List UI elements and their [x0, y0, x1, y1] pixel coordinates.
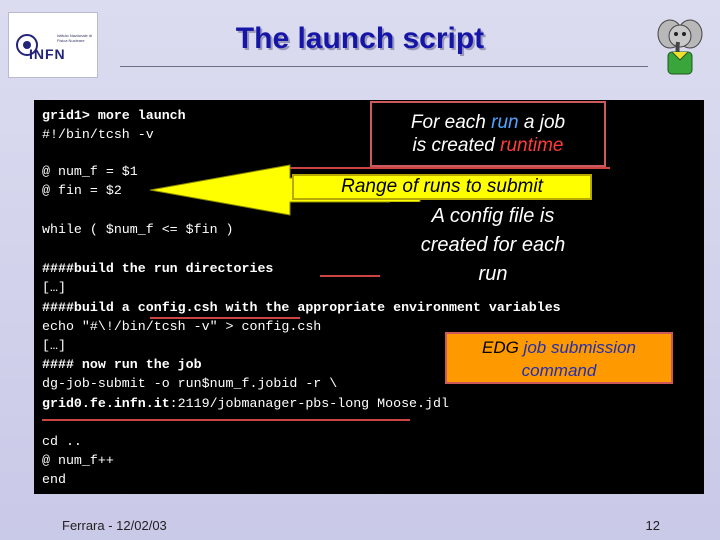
- callout-text: is created: [412, 135, 501, 156]
- callout-edg: EDG job submission command: [445, 332, 673, 384]
- host-rest: :2119/jobmanager-pbs-long Moose.jdl: [169, 396, 449, 411]
- callout-text: created for each: [420, 234, 566, 256]
- code-line: […]: [42, 338, 66, 353]
- code-line: @ fin = $2: [42, 183, 122, 198]
- callout-highlight-job: job submission: [523, 338, 636, 357]
- callout-text: EDG: [481, 338, 524, 357]
- callout-text: A config file is: [431, 205, 555, 227]
- code-line: while ( $num_f <= $fin ): [42, 222, 234, 237]
- host-name: grid0.fe.infn.it: [42, 396, 170, 411]
- code-line: grid1> more launch: [42, 108, 186, 123]
- code-line: end: [42, 472, 66, 487]
- callout-text: a job: [518, 112, 566, 133]
- elephant-mascot-icon: [657, 19, 703, 75]
- callout-highlight-run: run: [491, 112, 519, 133]
- callout-text: run: [478, 263, 508, 285]
- infn-logo: Istituto Nazionale di Fisica Nucleare IN…: [8, 12, 98, 78]
- code-line: dg-job-submit -o run$num_f.jobid -r \: [42, 376, 338, 391]
- callout-highlight-command: command: [521, 361, 597, 380]
- code-line: #### now run the job: [42, 357, 202, 372]
- footer-date: Ferrara - 12/02/03: [62, 518, 167, 533]
- title-divider: [120, 66, 648, 67]
- callout-range: Range of runs to submit: [292, 174, 592, 200]
- code-line: grid0.fe.infn.it:2119/jobmanager-pbs-lon…: [42, 394, 449, 413]
- logo-name: INFN: [29, 46, 66, 62]
- code-line: ####build the run directories: [42, 261, 274, 276]
- callout-text: For each: [410, 112, 492, 133]
- logo-subtitle: Istituto Nazionale di Fisica Nucleare: [57, 33, 92, 43]
- page-number: 12: [645, 518, 660, 533]
- infn-emblem-icon: [16, 34, 38, 56]
- code-line: #!/bin/tcsh -v: [42, 127, 154, 142]
- code-line: cd ..: [42, 434, 82, 449]
- code-line: @ num_f = $1: [42, 164, 138, 179]
- code-line: echo "#\!/bin/tcsh -v" > config.csh: [42, 319, 322, 334]
- slide-title: The launch script: [235, 22, 485, 55]
- callout-highlight-runtime: runtime: [500, 135, 564, 156]
- code-line: ####build a config.csh with the appropri…: [42, 300, 561, 315]
- code-line: […]: [42, 280, 66, 295]
- callout-config: A config file is created for each run: [390, 202, 596, 288]
- callout-run-job: For each run a job is created runtime: [370, 101, 606, 167]
- code-line: @ num_f++: [42, 453, 114, 468]
